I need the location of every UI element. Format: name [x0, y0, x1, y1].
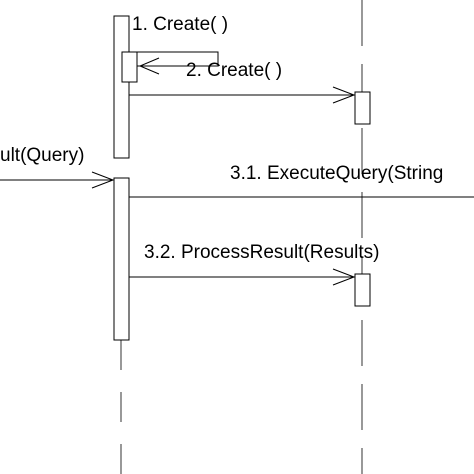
activation-bar-2 [113, 177, 130, 341]
create-message-arrowhead [332, 86, 356, 104]
incoming-message-arrowhead [91, 171, 115, 189]
activation-bar-1 [113, 15, 130, 159]
message-label-execute-query: 3.1. ExecuteQuery(String [230, 163, 444, 184]
activation-bar-3 [354, 91, 371, 125]
message-label-create-1: 1. Create( ) [132, 14, 229, 35]
message-label-create-2: 2. Create( ) [186, 60, 283, 81]
activation-bar-4 [354, 273, 371, 307]
message-label-incoming: ult(Query) [0, 145, 85, 166]
process-result-message-arrowhead [332, 268, 356, 286]
message-label-process-result: 3.2. ProcessResult(Results) [144, 242, 380, 263]
activation-bar-nested [121, 51, 138, 83]
self-message-line [129, 51, 219, 67]
self-message-arrowhead [138, 57, 160, 75]
